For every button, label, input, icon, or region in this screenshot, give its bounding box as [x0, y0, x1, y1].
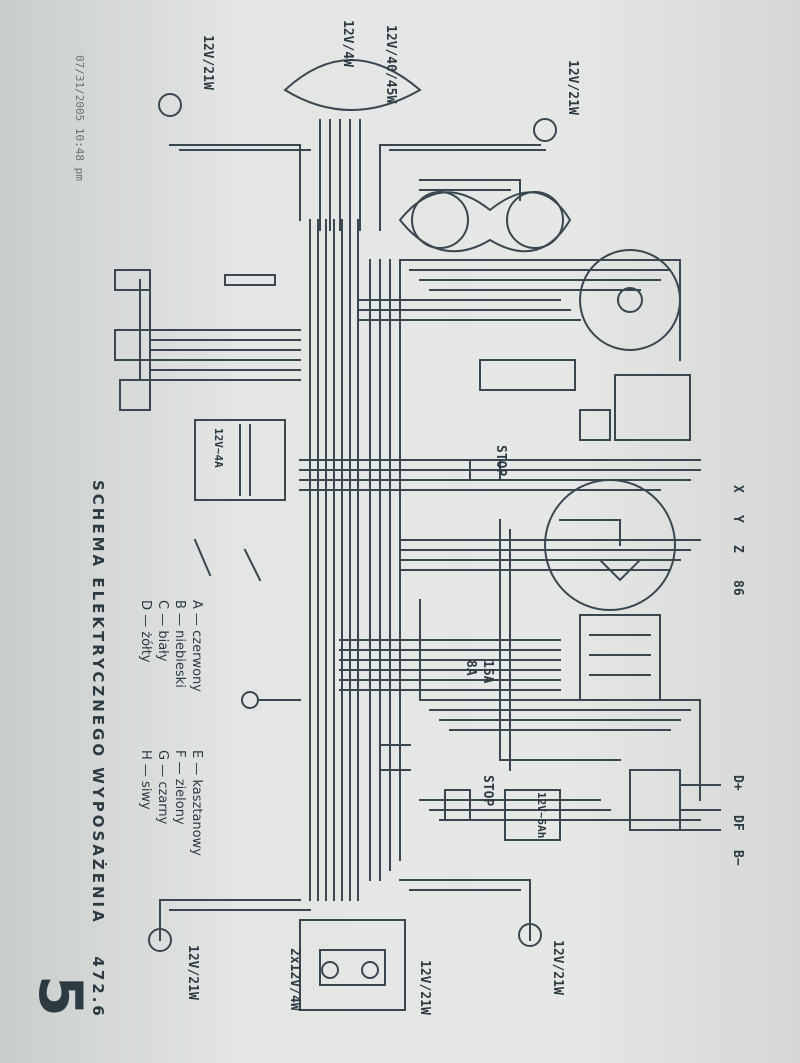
- legend-item: G — czarny: [155, 750, 170, 825]
- legend: A — czerwony B — niebieski C — biały D —…: [137, 600, 205, 856]
- label-fuse-b: 8A: [463, 660, 478, 676]
- label-rear-right-lamp-b: 12V/21W: [550, 940, 565, 995]
- page-number: 5: [25, 975, 95, 1017]
- terminal-y: Y: [730, 515, 745, 523]
- legend-item: F — zielony: [172, 750, 187, 825]
- legend-item: B — niebieski: [172, 600, 187, 688]
- label-front-right-lamp: 12V/21W: [565, 60, 580, 115]
- terminal-86: 86: [730, 580, 745, 596]
- lamp-plate-b-icon: [361, 961, 379, 979]
- label-front-bulb-b: 12V/40/45W: [383, 25, 398, 104]
- terminal-df: DF: [730, 815, 745, 831]
- label-stop-a: STOP: [493, 445, 508, 477]
- label-battery: 12V~5Ah: [535, 792, 548, 839]
- lamp-rear-right-icon: [518, 923, 542, 947]
- timestamp: 07/31/2005 10:48 pm: [73, 55, 86, 181]
- diagram-title: SCHEMA ELEKTRYCZNEGO WYPOSAŻENIA: [89, 480, 107, 925]
- ground-point-icon: [241, 691, 259, 709]
- label-rear-left-lamp: 12V/21W: [185, 945, 200, 1000]
- title-block: SCHEMA ELEKTRYCZNEGO WYPOSAŻENIA 472.6: [89, 480, 108, 1019]
- terminal-b-minus: B−: [730, 850, 745, 866]
- lamp-front-right-icon: [533, 118, 557, 142]
- lamp-front-left-icon: [158, 93, 182, 117]
- label-front-left-lamp: 12V/21W: [200, 35, 215, 90]
- terminal-z: Z: [730, 545, 745, 553]
- label-horn: 12V~4A: [212, 428, 225, 468]
- terminal-d-plus: D+: [730, 775, 745, 791]
- label-front-bulb-a: 12V/4W: [340, 20, 355, 67]
- harness-wires: [309, 219, 359, 901]
- gauge-left-icon: [411, 191, 469, 249]
- legend-item: E — kasztanowy: [189, 750, 204, 856]
- label-rear-right-lamp-a: 12V/21W: [417, 960, 432, 1015]
- gauge-right-icon: [506, 191, 564, 249]
- legend-item: D — żółty: [138, 600, 153, 663]
- legend-item: C — biały: [155, 600, 170, 662]
- legend-item: H — siwy: [138, 750, 153, 810]
- lamp-plate-a-icon: [321, 961, 339, 979]
- label-rear-plate-lamp: 2x12V/4W: [287, 948, 302, 1011]
- label-stop-b: STOP: [480, 775, 495, 807]
- label-fuse-a: 15A: [480, 660, 495, 684]
- legend-item: A — czerwony: [189, 600, 204, 692]
- terminal-x: X: [730, 485, 745, 493]
- lamp-rear-left-icon: [148, 928, 172, 952]
